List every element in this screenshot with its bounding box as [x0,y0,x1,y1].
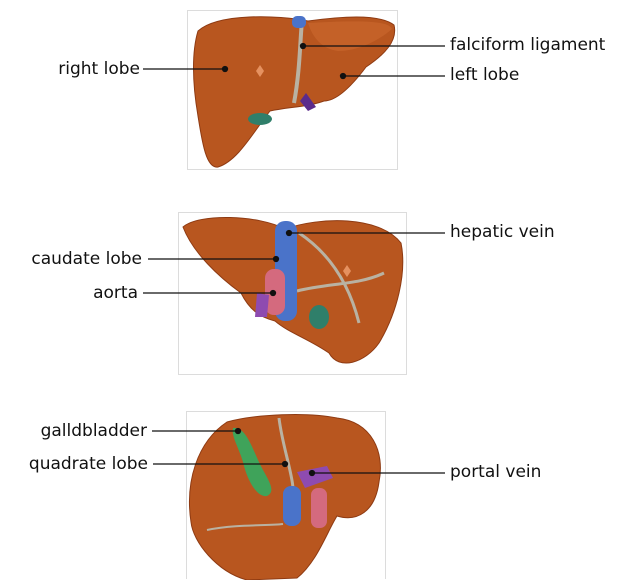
liver-inferior-illustration [187,412,387,580]
aorta-vessel [265,269,285,315]
liver-anterior-illustration [188,11,399,171]
label-quadrate-lobe: quadrate lobe [0,454,148,474]
label-gallbladder: galldbladder [0,421,147,441]
label-aorta: aorta [40,283,138,303]
label-left-lobe: left lobe [450,65,519,85]
label-right-lobe: right lobe [20,59,140,79]
label-hepatic-vein: hepatic vein [450,222,555,242]
duct-stub [309,305,329,329]
liver-inferior-view-panel [186,411,386,579]
liver-posterior-view-panel [178,212,407,375]
label-falciform-ligament: falciform ligament [450,35,605,55]
gallbladder-tip [248,113,272,125]
ivc-top [292,16,306,28]
label-portal-vein: portal vein [450,462,541,482]
portal-vessel [255,293,269,317]
aorta-vessel [311,488,327,528]
label-caudate-lobe: caudate lobe [0,249,142,269]
ivc-vessel [283,486,301,526]
liver-anterior-view-panel [187,10,398,170]
liver-posterior-illustration [179,213,408,376]
